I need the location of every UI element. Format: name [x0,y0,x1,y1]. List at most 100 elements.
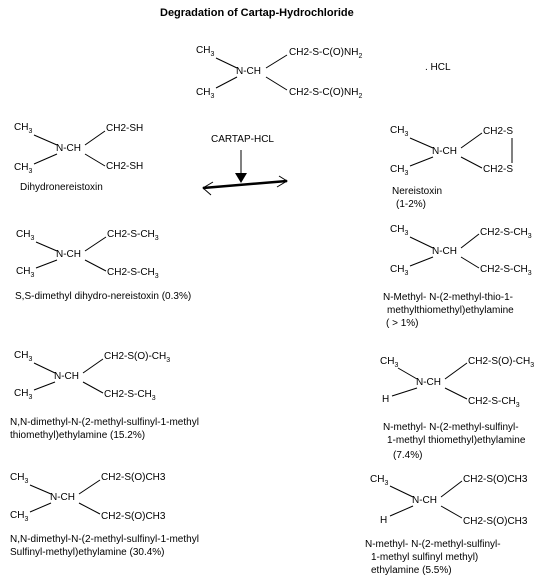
methylthio-group: CH2-S-CH3 [480,227,532,240]
compound-name-line: 1-methyl sulfinyl methyl) [371,552,478,563]
compound-name: S,S-dimethyl dihydro-nereistoxin (0.3%) [15,291,191,302]
dithiolane-group: CH2-S [483,126,513,137]
amine-center: N-CH [236,66,261,77]
hydrogen-atom: H [380,515,387,526]
compound-name-line: N-Methyl- N-(2-methyl-thio-1- [383,292,513,303]
diagram-title: Degradation of Cartap-Hydrochloride [160,7,354,19]
split-arrow-line [202,179,288,190]
amine-center: N-CH [56,143,81,154]
amine-center: N-CH [50,492,75,503]
methyl-group: CH3 [16,229,34,242]
bond [397,367,418,380]
compound-name-line: N-methyl- N-(2-methyl-sulfinyl- [383,422,519,433]
methyl-group: CH3 [14,350,32,363]
compound-name-line: N,N-dimethyl-N-(2-methyl-sulfinyl-1-meth… [10,534,199,545]
bond [84,130,106,146]
compound-yield: ( > 1%) [386,318,419,329]
compound-name-line: ethylamine (5.5%) [371,565,452,576]
bond [444,362,468,380]
bond [215,57,238,69]
reaction-arrows: CARTAP-HCL [202,134,288,196]
methyl-group: CH3 [390,125,408,138]
methyl-group: CH3 [16,266,34,279]
hydrogen-atom: H [382,394,389,405]
down-arrow-head [235,173,247,183]
bond [389,485,414,498]
compound-name-line: methylthiomethyl)ethylamine [387,305,514,316]
bond [391,387,418,397]
methylthio-group: CH2-S-CH3 [104,389,156,402]
bond [409,256,434,267]
methylthio-group: CH2-S-CH3 [107,229,159,242]
compound-name: Nereistoxin [392,186,442,197]
compound-name-line: N,N-dimethyl-N-(2-methyl-sulfinyl-1-meth… [10,417,199,428]
bond [78,479,101,495]
bond [84,236,107,252]
methyl-group: CH3 [10,472,28,485]
bond [78,502,101,515]
methylsulfinyl-group: CH2-S(O)-CH3 [468,356,534,369]
compound-name-line: Sulfinyl-methyl)ethylamine (30.4%) [10,547,165,558]
bond [440,505,463,519]
bond [460,156,483,169]
compound-yield: (1-2%) [396,199,426,210]
bond [440,480,463,498]
bond [35,259,58,269]
methylsulfinyl-group: CH2-S(O)CH3 [463,474,528,485]
methylsulfinyl-group: CH2-S(O)CH3 [101,472,166,483]
bond [82,358,104,374]
compound-name: Dihydronereistoxin [20,182,103,193]
cartap-structure: CH3 CH3 N-CH CH2-S-C(O)NH2 CH2-S-C(O)NH2… [196,45,451,100]
bond [444,387,468,400]
nereistoxin-structure: CH3 CH3 N-CH CH2-S CH2-S Nereistoxin (1-… [390,125,513,210]
methyl-group: CH3 [196,87,214,100]
methylsulfinyl-group: CH2-S(O)-CH3 [104,351,170,364]
carbamoyl-thio-group: CH2-S-C(O)NH2 [289,87,362,100]
bond [33,381,56,391]
methyl-group: CH3 [380,356,398,369]
bond [215,76,238,89]
nn-dimethyl-sulfinyl-structure: CH3 CH3 N-CH CH2-S(O)-CH3 CH2-S-CH3 N,N-… [10,350,199,441]
compound-name-line: N-methyl- N-(2-methyl-sulfinyl- [365,539,501,550]
n-methyl-sulfinyl-structure: CH3 H N-CH CH2-S(O)-CH3 CH2-S-CH3 N-meth… [380,356,534,461]
bond [82,381,104,394]
methyl-group: CH3 [14,122,32,135]
bond [33,362,56,374]
left-arrow-head [202,181,214,196]
methyl-group: CH3 [14,388,32,401]
methyl-group: CH3 [390,264,408,277]
amine-center: N-CH [56,249,81,260]
methylthio-group: CH2-S-CH3 [480,264,532,277]
bond [460,233,480,249]
compound-yield: (7.4%) [393,450,422,461]
dihydronereistoxin-structure: CH3 CH3 N-CH CH2-SH CH2-SH Dihydronereis… [14,122,143,193]
methyl-group: CH3 [370,474,388,487]
bond [389,505,414,517]
n-methyl-thio-structure: CH3 CH3 N-CH CH2-S-CH3 CH2-S-CH3 N-Methy… [383,224,532,329]
n-methyl-disulfinyl-structure: CH3 H N-CH CH2-S(O)CH3 CH2-S(O)CH3 N-met… [365,474,528,576]
bond [84,153,106,167]
bond [265,54,288,69]
methyl-group: CH3 [14,162,32,175]
compound-name-line: thiomethyl)ethylamine (15.2%) [10,430,145,441]
carbamoyl-thio-group: CH2-S-C(O)NH2 [289,47,362,60]
hcl-salt-label: . HCL [425,62,451,73]
methylsulfinyl-group: CH2-S(O)CH3 [463,516,528,527]
bond [29,484,52,495]
bond [29,502,52,513]
methylthio-group: CH2-S-CH3 [468,396,520,409]
thiol-group: CH2-SH [106,123,143,134]
amine-center: N-CH [432,146,457,157]
reagent-label: CARTAP-HCL [211,134,274,145]
compound-name-line: 1-methyl thiomethyl)ethylamine [387,435,526,446]
bond [33,153,58,165]
bond [460,132,483,149]
dithiolane-group: CH2-S [483,164,513,175]
methylthio-group: CH2-S-CH3 [107,267,159,280]
bond [265,76,288,91]
methyl-group: CH3 [390,164,408,177]
nn-dimethyl-disulfinyl-structure: CH3 CH3 N-CH CH2-S(O)CH3 CH2-S(O)CH3 N,N… [10,472,199,558]
bond [460,256,480,269]
bond [409,137,434,149]
